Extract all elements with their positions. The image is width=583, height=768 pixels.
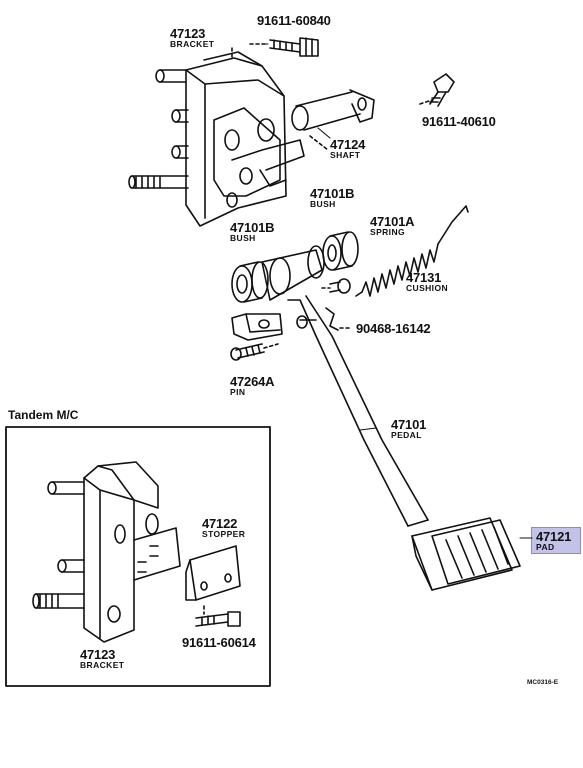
part-number[interactable]: 47123 (80, 647, 116, 662)
part-name: PEDAL (391, 430, 422, 440)
part-name: BRACKET (80, 660, 125, 670)
stopper-drawing (185, 545, 241, 601)
pad-drawing (411, 517, 521, 591)
bush-left-drawing (231, 261, 269, 303)
cushion-drawing (321, 278, 351, 294)
part-name: PIN (230, 387, 246, 397)
inset-frame (5, 426, 271, 687)
clip-drawing (325, 307, 353, 331)
part-number[interactable]: 47101B (310, 186, 355, 201)
bracket-inset-drawing (32, 461, 181, 643)
part-number[interactable]: 90468-16142 (356, 321, 431, 336)
part-name: BRACKET (170, 39, 215, 49)
part-name: BUSH (310, 199, 336, 209)
part-name: CUSHION (406, 283, 448, 293)
part-number[interactable]: 47101B (230, 220, 275, 235)
pedal-drawing (261, 245, 429, 527)
part-number[interactable]: 91611-40610 (422, 114, 496, 129)
part-name: SPRING (370, 227, 405, 237)
part-number[interactable]: 47264A (230, 374, 275, 389)
pad-highlight (531, 527, 581, 554)
part-number[interactable]: 47131 (406, 270, 442, 285)
part-number[interactable]: 47122 (202, 516, 238, 531)
bolt-right-drawing (419, 73, 455, 107)
pin-drawing (230, 313, 283, 361)
spring-drawing (355, 205, 469, 297)
bush-right-drawing (322, 231, 359, 271)
part-number[interactable]: 47124 (330, 137, 366, 152)
part-number[interactable]: 47121 (536, 529, 572, 544)
bolt-stopper-drawing (195, 605, 241, 627)
leader-lines (261, 43, 533, 539)
part-number[interactable]: 91611-60614 (182, 635, 256, 650)
bolt-top-drawing (249, 37, 319, 57)
part-number[interactable]: 47123 (170, 26, 206, 41)
part-number[interactable]: 47101A (370, 214, 415, 229)
part-number[interactable]: 47101 (391, 417, 427, 432)
part-name: PAD (536, 542, 555, 552)
shaft-drawing (291, 89, 375, 151)
bracket-top-drawing (128, 47, 305, 227)
part-name: BUSH (230, 233, 256, 243)
part-number[interactable]: 91611-60840 (257, 13, 331, 28)
part-name: STOPPER (202, 529, 246, 539)
part-name: SHAFT (330, 150, 361, 160)
inset-title: Tandem M/C (8, 408, 79, 422)
diagram-code: MC0316-E (527, 679, 559, 686)
